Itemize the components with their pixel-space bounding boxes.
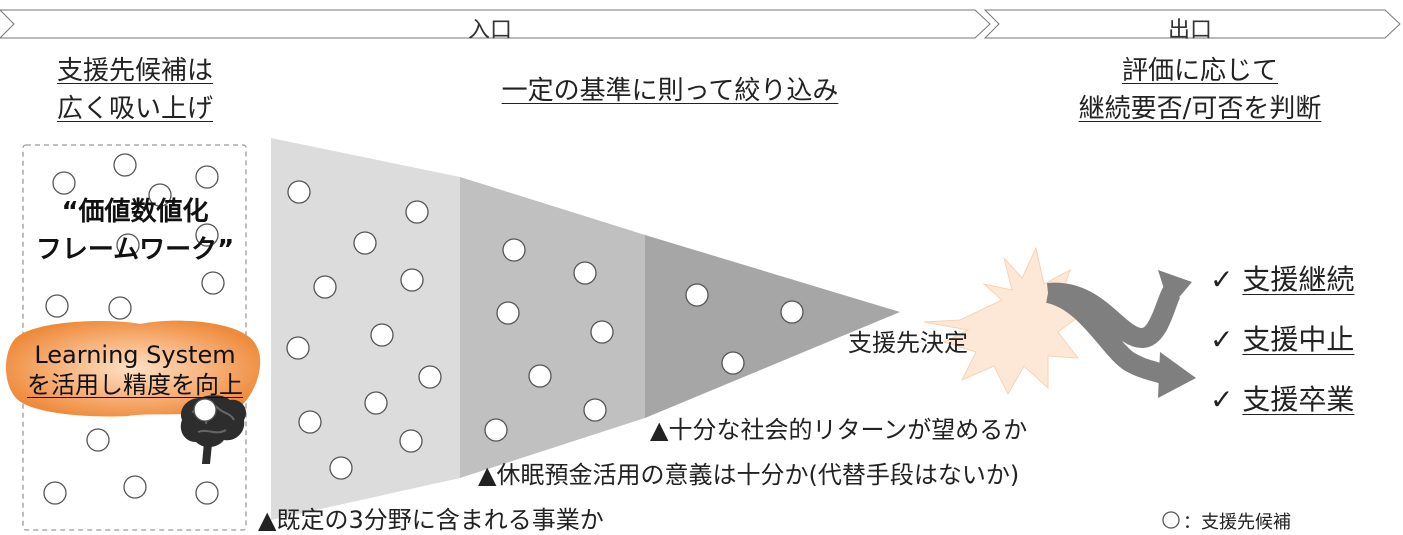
candidate-circle	[399, 429, 423, 453]
candidate-circle	[195, 223, 219, 247]
outcome-graduate: ✓ 支援卒業	[1210, 378, 1354, 418]
candidate-circle	[123, 475, 147, 499]
candidate-circle	[583, 398, 607, 422]
criterion-3: ▲十分な社会的リターンが望めるか	[650, 416, 1028, 444]
outcome-stop-label: 支援中止	[1242, 323, 1355, 356]
right-title-line-1: 評価に応じて	[1121, 56, 1278, 86]
candidate-circle	[418, 365, 442, 389]
legend-text: ：支援先候補	[1183, 512, 1291, 533]
learning-line-1: Learning System	[34, 341, 236, 369]
framework-line-2: フレームワーク”	[35, 235, 235, 265]
decision-burst	[923, 246, 1084, 396]
decision-label: 支援先決定	[848, 329, 968, 357]
candidate-circle	[685, 283, 709, 307]
candidate-circle	[364, 391, 388, 415]
learning-line-2: を活用し精度を向上	[27, 371, 243, 399]
candidate-circle	[298, 410, 322, 434]
candidate-circle	[86, 428, 110, 452]
candidate-circle	[353, 231, 377, 255]
middle-column-title: 一定の基準に則って絞り込み	[370, 72, 970, 110]
candidate-circle	[400, 268, 424, 292]
left-title-line-1: 支援先候補は	[56, 56, 213, 86]
candidate-circle	[108, 296, 132, 320]
candidate-circle	[496, 301, 520, 325]
legend-circle	[1162, 511, 1180, 529]
framework-label: “価値数値化 フレームワーク”	[24, 193, 246, 269]
check-icon: ✓	[1210, 263, 1234, 296]
candidate-circle	[370, 323, 394, 347]
entry-label: 入口	[467, 18, 512, 43]
right-column-title: 評価に応じて 継続要否/可否を判断	[1020, 52, 1380, 128]
outcome-continue: ✓ 支援継続	[1210, 258, 1354, 298]
candidate-circle	[193, 398, 217, 422]
candidate-circle	[45, 294, 69, 318]
candidate-circle	[287, 180, 311, 204]
candidate-circle	[502, 238, 526, 262]
funnel-stage-3	[645, 235, 900, 418]
exit-label: 出口	[1167, 18, 1212, 43]
learning-blob	[5, 320, 261, 417]
outcome-continue-label: 支援継続	[1242, 263, 1355, 296]
candidate-circle	[528, 364, 552, 388]
candidate-circle	[780, 300, 804, 324]
candidate-circle	[590, 320, 614, 344]
candidate-circle	[43, 481, 67, 505]
candidate-circle	[195, 165, 219, 189]
candidate-circle	[721, 351, 745, 375]
outcome-graduate-label: 支援卒業	[1242, 383, 1355, 416]
framework-line-1: “価値数値化	[61, 197, 209, 227]
right-title-line-2: 継続要否/可否を判断	[1078, 94, 1322, 124]
left-title-line-2: 広く吸い上げ	[56, 94, 213, 124]
check-icon: ✓	[1210, 323, 1234, 356]
candidate-circle	[405, 200, 429, 224]
criterion-2: ▲休眠預金活用の意義は十分か(代替手段はないか)	[478, 461, 1020, 489]
candidate-circle	[52, 171, 76, 195]
candidate-circle	[148, 183, 172, 207]
candidate-circle	[113, 153, 137, 177]
entry-chevron	[0, 9, 991, 39]
candidate-circle	[201, 271, 225, 295]
candidate-circle	[329, 456, 353, 480]
learning-system-label: Learning System を活用し精度を向上	[0, 340, 270, 400]
candidate-circle	[116, 233, 140, 257]
candidate-circle	[573, 261, 597, 285]
candidate-circle	[286, 336, 310, 360]
candidate-circle	[484, 418, 508, 442]
criterion-1: ▲既定の3分野に含まれる事業か	[258, 506, 604, 534]
candidate-circle	[313, 275, 337, 299]
check-icon: ✓	[1210, 383, 1234, 416]
left-column-title: 支援先候補は 広く吸い上げ	[10, 52, 260, 128]
outcome-arrows	[1045, 270, 1196, 398]
outcome-stop: ✓ 支援中止	[1210, 318, 1354, 358]
candidate-circle	[195, 481, 219, 505]
middle-title-text: 一定の基準に則って絞り込み	[501, 76, 839, 106]
exit-chevron	[983, 9, 1401, 39]
